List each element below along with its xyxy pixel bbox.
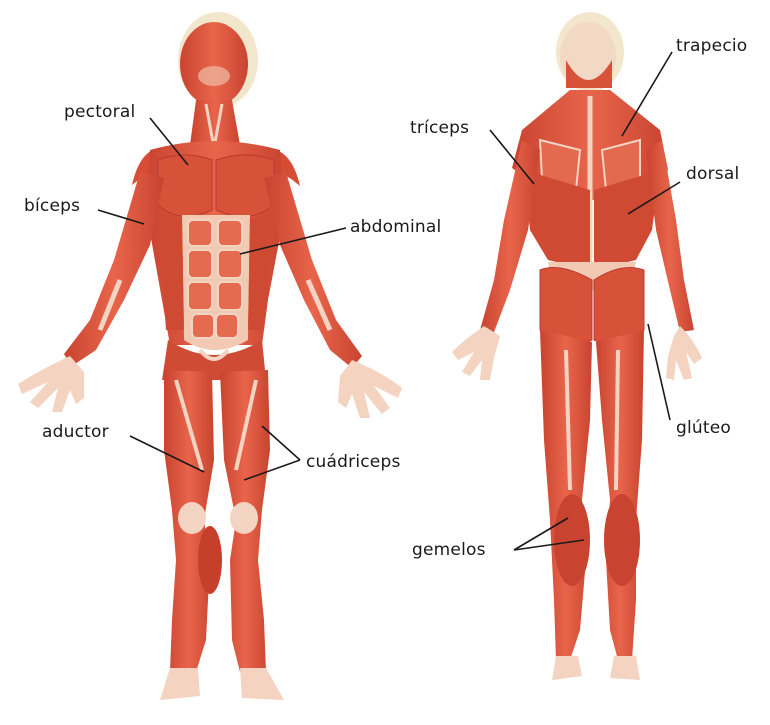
front-head <box>180 22 248 106</box>
back-hand-right <box>666 326 702 380</box>
front-hand-right <box>338 360 402 418</box>
label-dorsal: dorsal <box>686 164 739 184</box>
front-foot-right <box>240 668 284 700</box>
label-gluteo: glúteo <box>676 418 731 438</box>
front-arm-right <box>264 172 362 368</box>
back-figure <box>452 12 702 680</box>
front-foot-left <box>160 668 200 700</box>
label-pectoral: pectoral <box>64 102 135 122</box>
label-triceps: tríceps <box>410 118 469 138</box>
label-trapecio: trapecio <box>676 36 747 56</box>
back-foot-left <box>552 656 582 680</box>
front-hand-left <box>18 356 84 412</box>
label-gemelos: gemelos <box>412 540 486 560</box>
label-aductor: aductor <box>42 422 109 442</box>
back-hand-left <box>452 326 500 380</box>
back-arm-left <box>480 140 540 332</box>
label-abdominal: abdominal <box>350 217 441 237</box>
back-foot-right <box>610 656 640 680</box>
label-cuadriceps: cuádriceps <box>306 452 401 472</box>
label-biceps: bíceps <box>24 196 80 216</box>
